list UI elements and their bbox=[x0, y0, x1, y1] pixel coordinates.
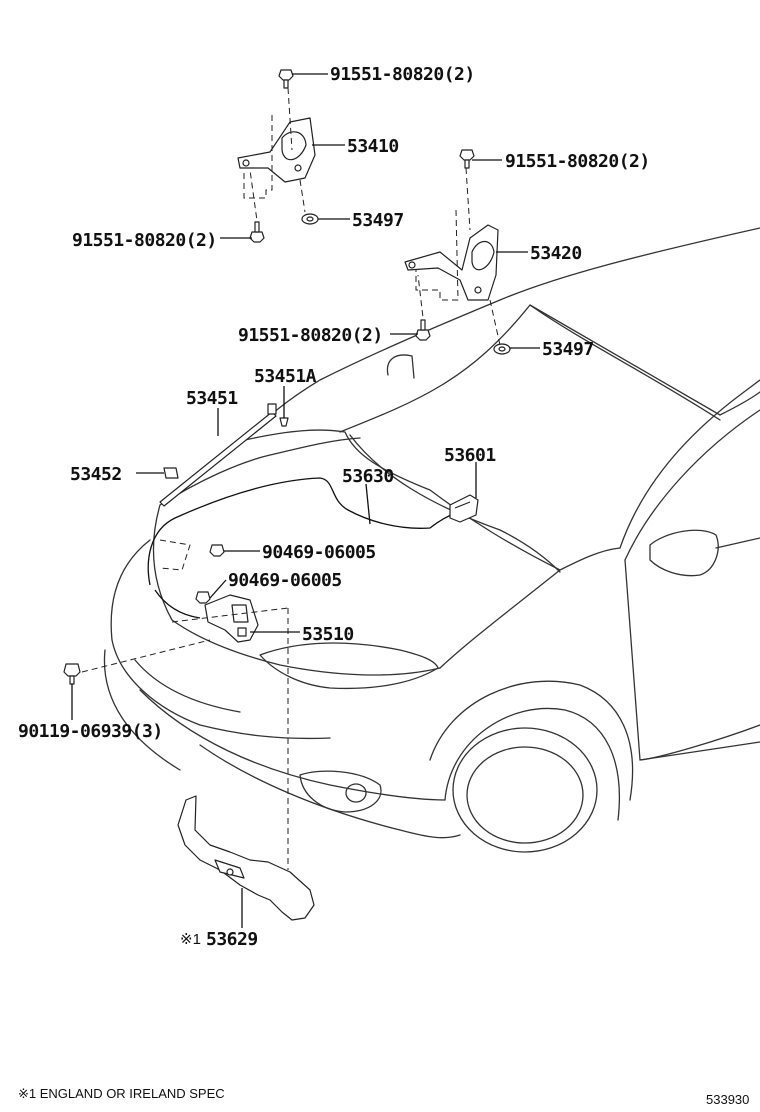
clip-icon bbox=[195, 591, 211, 604]
hood-lock-assembly bbox=[204, 594, 259, 643]
holder-icon bbox=[163, 467, 179, 479]
label-support-rod: 53451 bbox=[186, 388, 238, 409]
label-release-lever: 53601 bbox=[444, 445, 496, 466]
label-rod-clip: 53451A bbox=[254, 366, 317, 387]
dashed-lines-hinge-right bbox=[415, 167, 501, 346]
hood-hinge-right bbox=[404, 224, 499, 301]
label-lock-bolt: 90119-06939(3) bbox=[18, 721, 163, 742]
diagram-code: 533930 bbox=[706, 1092, 749, 1107]
hood-release-lever bbox=[449, 494, 479, 523]
label-hood-lock: 53510 bbox=[302, 624, 354, 645]
dashed-lines-hinge-left bbox=[243, 87, 306, 229]
bolt-icon bbox=[249, 221, 265, 243]
car-body-outline bbox=[103, 227, 760, 853]
clip-icon bbox=[279, 417, 289, 427]
label-rod-holder: 53452 bbox=[70, 464, 122, 485]
bolt-icon bbox=[278, 69, 294, 89]
hood-release-cable bbox=[147, 477, 459, 619]
label-washer-right: 53497 bbox=[542, 339, 594, 360]
washer-icon bbox=[493, 343, 511, 355]
label-bolt-lower-right: 91551-80820(2) bbox=[238, 325, 383, 346]
label-bolt-top-left: 91551-80820(2) bbox=[330, 64, 475, 85]
label-release-cable: 53630 bbox=[342, 466, 394, 487]
dashed-lines-clips bbox=[159, 539, 191, 571]
bolt-icon bbox=[63, 663, 81, 685]
bolt-icon bbox=[415, 319, 431, 341]
label-bolt-top-right: 91551-80820(2) bbox=[505, 151, 650, 172]
label-hinge-left: 53410 bbox=[347, 136, 399, 157]
footnote: ※1 ENGLAND OR IRELAND SPEC bbox=[18, 1086, 225, 1101]
washer-icon bbox=[301, 213, 319, 225]
label-washer-left: 53497 bbox=[352, 210, 404, 231]
leader-lines bbox=[71, 73, 540, 928]
label-bolt-lower-left: 91551-80820(2) bbox=[72, 230, 217, 251]
label-clip-upper: 90469-06005 bbox=[262, 542, 376, 563]
dashed-lines-lock bbox=[81, 607, 289, 870]
label-spec-mark: ※1 bbox=[180, 931, 201, 948]
bolt-icon bbox=[459, 149, 475, 169]
callout-labels: 91551-80820(2) 53410 53497 91551-80820(2… bbox=[18, 64, 650, 950]
label-clip-lower: 90469-06005 bbox=[228, 570, 342, 591]
label-hinge-right: 53420 bbox=[530, 243, 582, 264]
label-lock-bracket: 53629 bbox=[206, 929, 258, 950]
hood-hinge-left bbox=[237, 117, 316, 183]
clip-icon bbox=[209, 544, 225, 557]
hood-support-rod bbox=[159, 403, 277, 507]
hood-lock-bracket bbox=[177, 795, 315, 921]
